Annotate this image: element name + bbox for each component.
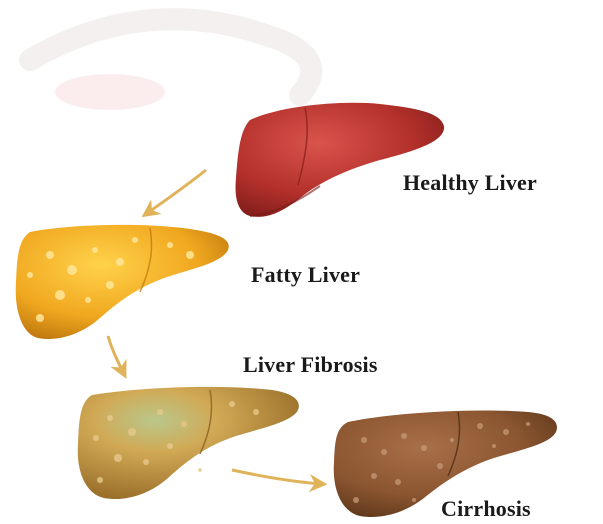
fatty-liver-icon <box>16 225 229 339</box>
arrow-healthy-to-fatty <box>146 170 206 214</box>
healthy-liver-label: Healthy Liver <box>403 170 537 196</box>
liver-fibrosis-label: Liver Fibrosis <box>243 352 378 378</box>
healthy-liver-icon <box>236 103 445 217</box>
background-watermark-blob <box>55 74 165 110</box>
liver-fibrosis-icon <box>78 387 299 499</box>
arrow-fibrosis-to-cirrhosis <box>232 470 322 484</box>
cirrhosis-label: Cirrhosis <box>441 496 531 522</box>
arrow-fatty-to-fibrosis <box>108 336 124 374</box>
fatty-liver-label: Fatty Liver <box>251 262 360 288</box>
